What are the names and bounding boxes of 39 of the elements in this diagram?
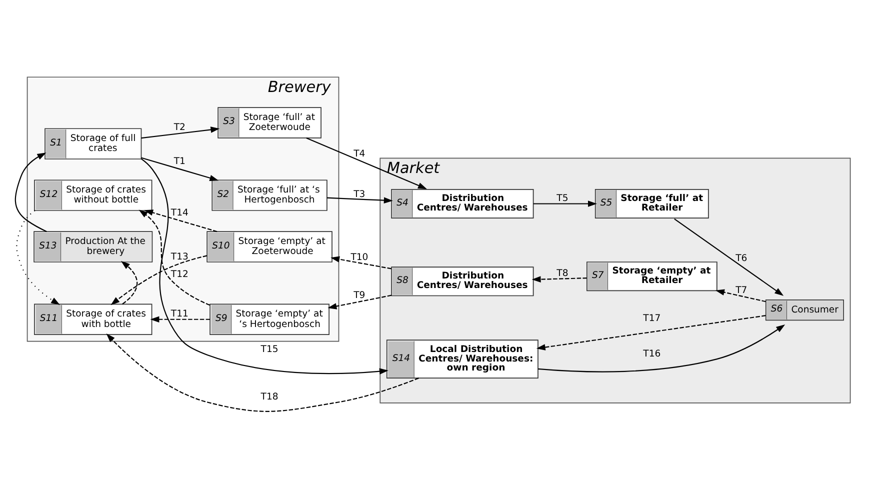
arrow (138, 209, 210, 306)
arrow (674, 218, 784, 296)
arrow (110, 254, 208, 305)
arrow (326, 196, 393, 203)
edge-label: T2 (174, 122, 186, 133)
arrow (141, 126, 220, 138)
arrow (328, 294, 392, 309)
arrow (14, 152, 47, 232)
arrow (150, 316, 210, 322)
edge-label: T11 (170, 308, 188, 320)
edge-label: T6 (736, 252, 748, 264)
arrow (532, 276, 587, 282)
arrow (715, 288, 766, 302)
edge-label: T12 (170, 268, 188, 280)
arrow (533, 200, 597, 206)
edge-label: T4 (354, 148, 366, 159)
edge-label: T5 (556, 192, 568, 204)
arrow (141, 156, 219, 181)
arrow (330, 256, 392, 269)
edge-label: T15 (260, 344, 278, 355)
arrow (306, 136, 427, 189)
arrow (538, 324, 786, 372)
arrow (120, 260, 138, 304)
edge-label: T14 (170, 206, 188, 218)
arrow (536, 314, 766, 350)
arrow (144, 209, 218, 232)
edge-label: T3 (354, 188, 366, 200)
arrow (16, 210, 60, 304)
edge-label: T9 (354, 290, 366, 301)
edge-label: T1 (174, 155, 186, 166)
edge-label: T16 (643, 348, 661, 359)
edge-label: T17 (643, 312, 661, 324)
edge-label: T7 (736, 284, 748, 296)
edge-label: T18 (260, 390, 278, 402)
arrow (141, 158, 388, 374)
edge-label: T10 (350, 252, 368, 263)
arrow (106, 333, 419, 412)
edge-label: T8 (556, 268, 568, 279)
edge-label: T13 (170, 250, 188, 262)
